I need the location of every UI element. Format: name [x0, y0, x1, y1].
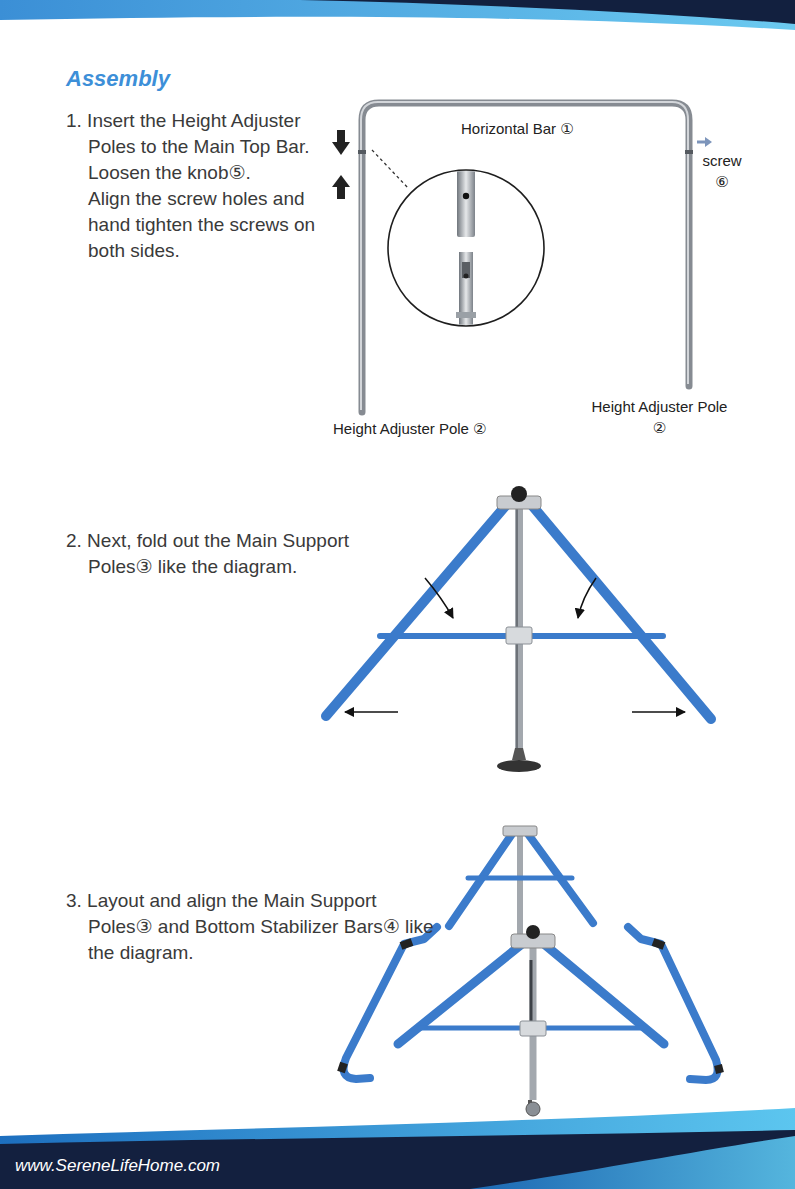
- up-arrow-head: [332, 175, 350, 187]
- step-text: 2. Next, fold out the Main Support Poles…: [66, 528, 363, 580]
- collar: [456, 312, 476, 318]
- knob: [526, 925, 540, 939]
- spread-arrow: [345, 711, 398, 713]
- up-arrow: [337, 187, 345, 199]
- step-text: 3. Layout and align the Main Support Pol…: [66, 888, 438, 966]
- header-swoosh: [300, 0, 795, 24]
- stabilizer-bar: [628, 927, 718, 1080]
- screw-arrow-head: [705, 137, 712, 147]
- frame-highlight: [361, 102, 688, 410]
- screw-hole: [464, 274, 469, 279]
- part-label: Horizontal Bar ①: [461, 118, 574, 139]
- down-arrow-head: [332, 142, 350, 155]
- step-block: 1. Insert the Height Adjuster Poles to t…: [66, 108, 336, 264]
- knob: [511, 486, 527, 502]
- part-label: Height Adjuster Pole ②: [333, 418, 487, 439]
- motion-arrows: [345, 578, 685, 712]
- suction-base: [497, 760, 541, 772]
- bar-caps: [341, 942, 720, 1073]
- base-stem: [512, 748, 526, 760]
- upper-tube: [457, 160, 475, 237]
- support-pole: [326, 503, 508, 716]
- clamp: [506, 627, 532, 644]
- screw-hole: [463, 193, 469, 199]
- detail-view: [456, 160, 476, 352]
- pole-joint: [685, 150, 693, 154]
- footer-band: [0, 1108, 795, 1189]
- part-label: Height Adjuster Pole ②: [587, 396, 732, 438]
- center-pole: [515, 500, 523, 748]
- cross-bar: [468, 876, 572, 881]
- footer-dark: [0, 1130, 795, 1189]
- fold-arrow: [578, 578, 596, 618]
- screw: [462, 262, 470, 278]
- footer-swoosh: [470, 1136, 795, 1189]
- hub: [503, 826, 537, 836]
- fold-arrow: [425, 578, 453, 618]
- base-fitting: [526, 1102, 540, 1116]
- spread-arrow: [632, 711, 685, 713]
- website-url: www.SereneLifeHome.com: [15, 1155, 220, 1177]
- support-pole: [530, 503, 711, 719]
- lower-frame: [344, 927, 718, 1080]
- stabilizer-bar: [344, 927, 437, 1079]
- step-text: Loosen the knob⑤.: [66, 160, 336, 186]
- center-pole-shade: [530, 960, 533, 1030]
- lower-tube: [459, 252, 473, 352]
- header-band: [0, 0, 795, 30]
- clamp: [520, 1021, 546, 1036]
- step-text: 1. Insert the Height Adjuster Poles to t…: [66, 108, 336, 160]
- center-pole-shade: [516, 500, 518, 748]
- section-title: Assembly: [66, 66, 170, 92]
- frame-pole: [362, 103, 689, 412]
- bar-sleeve: [718, 1065, 720, 1073]
- upper-frame: [449, 834, 593, 926]
- down-arrow: [337, 130, 345, 142]
- screw-arrow: [697, 141, 706, 144]
- bar-sleeve: [341, 1063, 344, 1072]
- bar-sleeve: [653, 942, 664, 946]
- leader-dashed: [372, 150, 409, 189]
- center-pole: [517, 830, 523, 940]
- pole-joint: [358, 150, 366, 154]
- part-label: screw ⑥: [697, 150, 747, 192]
- bar-sleeve: [401, 942, 412, 946]
- step-text: Align the screw holes and hand tighten t…: [66, 186, 336, 264]
